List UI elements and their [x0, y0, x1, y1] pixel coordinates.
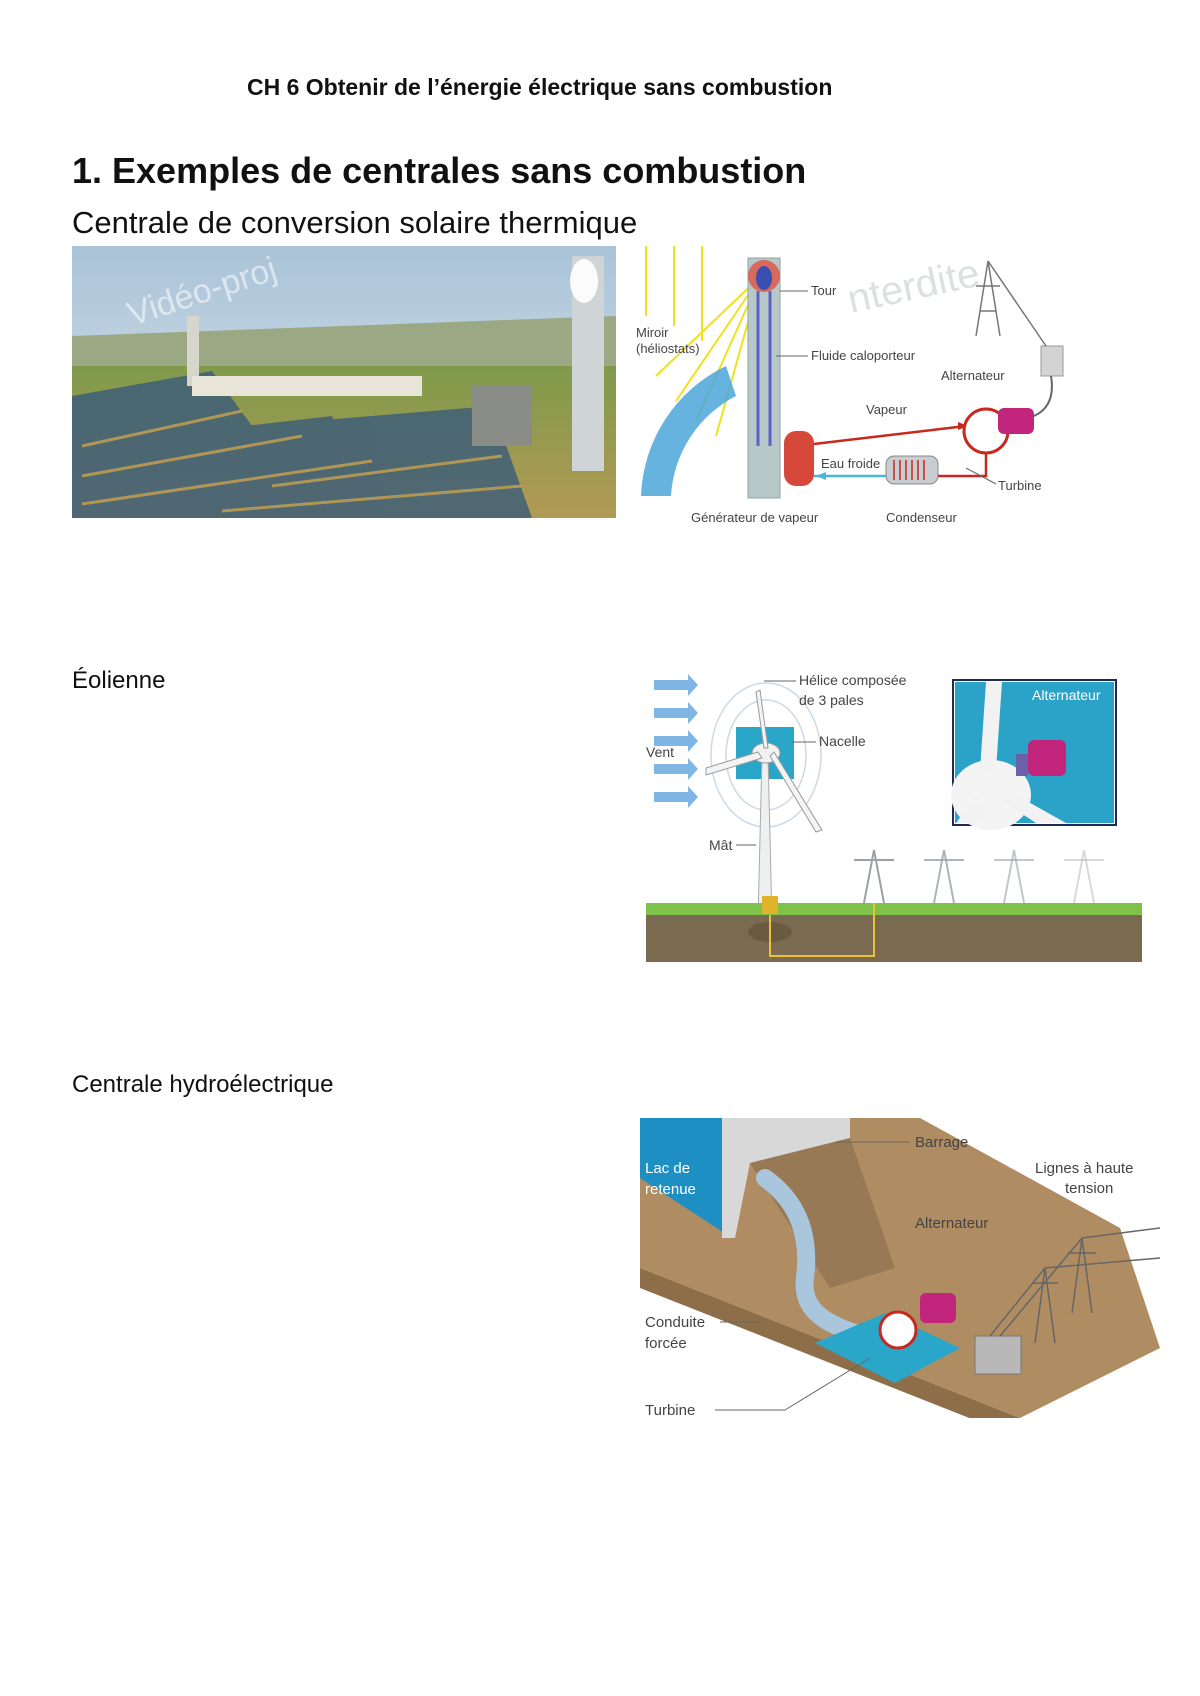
label-nacelle: Nacelle [819, 733, 866, 749]
label-turbine-hydro: Turbine [645, 1402, 695, 1418]
label-alternateur-inset: Alternateur [1032, 687, 1101, 703]
label-pales: de 3 pales [799, 692, 864, 708]
label-turbine: Turbine [998, 478, 1042, 493]
solar-plant-diagram: nterdite Tour Miroir (héliostats) Fluide… [636, 246, 1064, 525]
hydro-title: Centrale hydroélectrique [72, 1071, 334, 1098]
hydro-plant-diagram: Barrage Lignes à haute tension Lac de re… [640, 1118, 1160, 1418]
label-generateur: Générateur de vapeur [691, 510, 819, 525]
document-title: CH 6 Obtenir de l’énergie électrique san… [247, 74, 833, 100]
label-vapeur: Vapeur [866, 402, 908, 417]
solar-tower-photo: Vidéo-proj [72, 246, 616, 518]
label-lignes: Lignes à haute [1035, 1160, 1133, 1177]
label-lac: Lac de [645, 1160, 690, 1177]
label-alternateur-hydro: Alternateur [915, 1215, 988, 1232]
label-eau-froide: Eau froide [821, 456, 880, 471]
label-forcee: forcée [645, 1335, 687, 1352]
label-tour: Tour [811, 283, 837, 298]
label-mat: Mât [709, 837, 732, 853]
wind-turbine-diagram: Hélice composée de 3 pales Nacelle Vent … [646, 660, 1142, 962]
label-conduite: Conduite [645, 1314, 705, 1331]
label-miroir: Miroir [636, 325, 669, 340]
label-barrage: Barrage [915, 1134, 968, 1151]
diagram-watermark: nterdite [844, 251, 984, 322]
label-condenseur: Condenseur [886, 510, 957, 525]
label-tension: tension [1065, 1180, 1113, 1197]
label-vent: Vent [646, 744, 674, 760]
label-helice: Hélice composée [799, 672, 907, 688]
eolienne-title: Éolienne [72, 667, 166, 694]
label-fluide: Fluide caloporteur [811, 348, 916, 363]
solar-subheading: Centrale de conversion solaire thermique [72, 205, 638, 240]
section-heading: 1. Exemples de centrales sans combustion [72, 150, 807, 191]
label-alternateur: Alternateur [941, 368, 1005, 383]
label-retenue: retenue [645, 1181, 696, 1198]
label-heliostats: (héliostats) [636, 341, 700, 356]
